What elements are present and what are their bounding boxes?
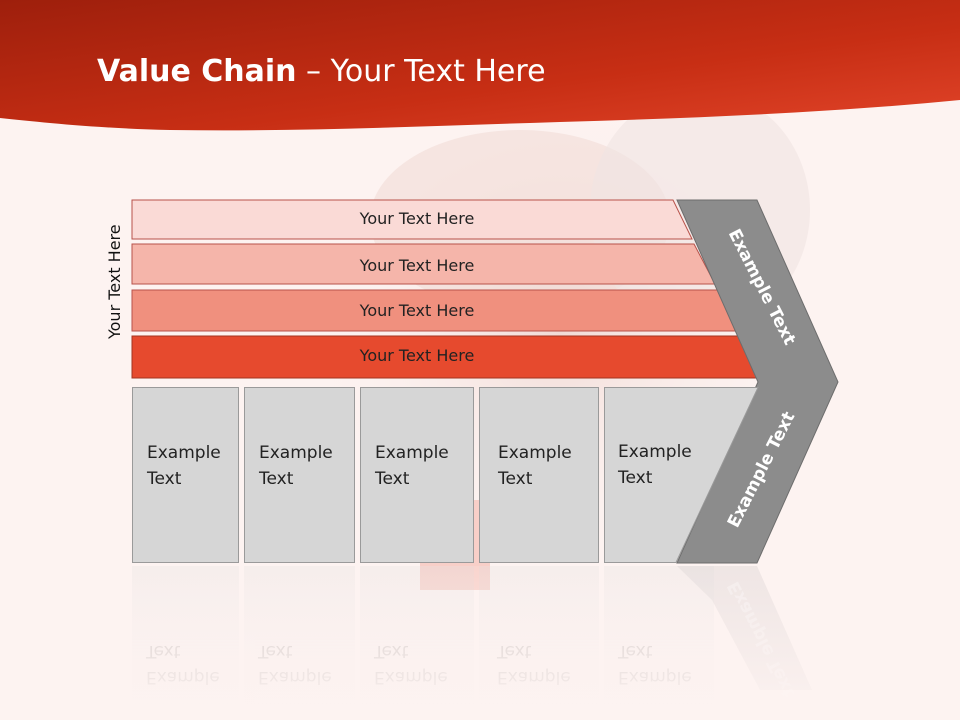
bar-label-2: Your Text Here: [359, 256, 475, 275]
bar-label-4: Your Text Here: [359, 346, 475, 365]
chevron: [676, 199, 839, 564]
header-band: [0, 0, 960, 131]
title-rest: – Your Text Here: [296, 54, 546, 89]
page-title: Value Chain – Your Text Here: [97, 52, 546, 92]
bar-label-3: Your Text Here: [359, 301, 475, 320]
bar-1: [131, 199, 693, 240]
title-bold: Value Chain: [97, 54, 297, 89]
example-box-5: [604, 387, 759, 563]
bar-label-1: Your Text Here: [359, 209, 475, 228]
